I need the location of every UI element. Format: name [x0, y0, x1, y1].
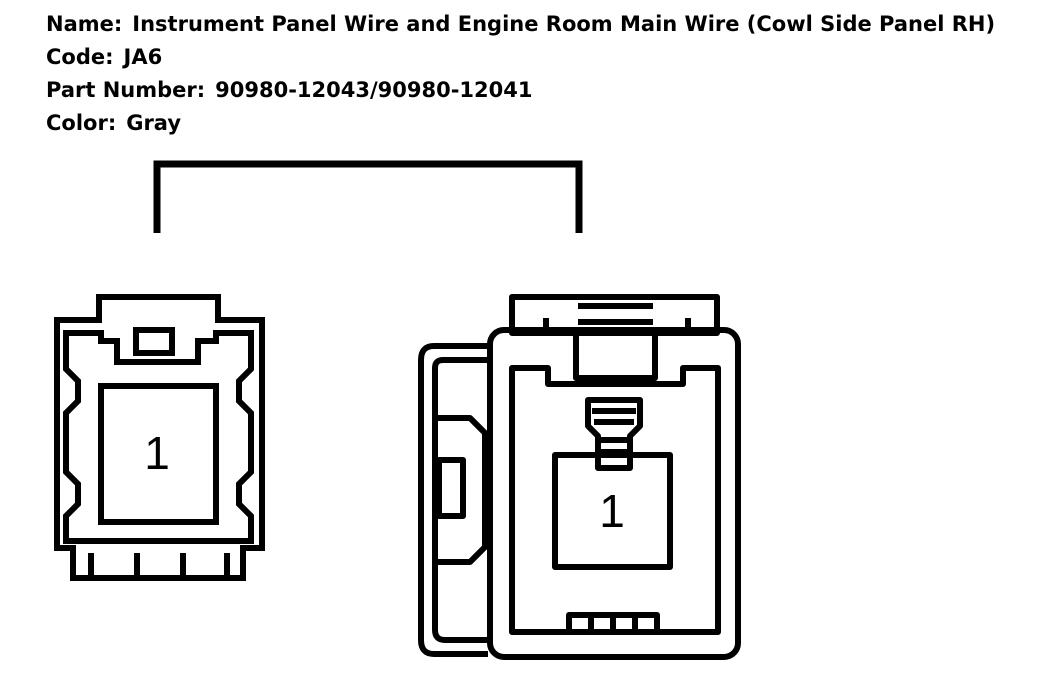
- name-label: Name:: [46, 12, 123, 36]
- color-value: Gray: [126, 111, 182, 135]
- connector-info: Name: Instrument Panel Wire and Engine Ro…: [46, 8, 1046, 140]
- right-connector-side-latch: [436, 457, 466, 519]
- right-connector-body: [487, 327, 741, 660]
- color-row: Color: Gray: [46, 107, 1046, 140]
- color-label: Color:: [46, 111, 117, 135]
- right-connector-side-wing: [418, 343, 488, 657]
- code-row: Code: JA6: [46, 41, 1046, 74]
- code-value: JA6: [123, 45, 163, 69]
- right-connector-inner-frame: [509, 365, 721, 635]
- right-connector: [418, 294, 741, 660]
- name-value: Instrument Panel Wire and Engine Room Ma…: [132, 12, 996, 36]
- part-number-value: 90980-12043/90980-12041: [215, 78, 533, 102]
- left-connector-body: [54, 294, 265, 581]
- right-connector-terminal-clip: [585, 397, 643, 471]
- right-connector-side-lock: [435, 415, 488, 565]
- left-connector-latch: [133, 327, 175, 356]
- left-connector-inner-frame: [63, 330, 254, 544]
- right-connector-side-wing-inner: [432, 357, 488, 643]
- code-label: Code:: [46, 45, 114, 69]
- right-connector-bottom-key: [566, 612, 660, 632]
- left-connector-cavity: [98, 383, 219, 525]
- right-connector-top-latch: [573, 332, 658, 381]
- name-row: Name: Instrument Panel Wire and Engine Ro…: [46, 8, 1046, 41]
- connection-bracket: [153, 160, 583, 233]
- right-connector-cavity: [552, 452, 673, 570]
- part-number-row: Part Number: 90980-12043/90980-12041: [46, 74, 1046, 107]
- left-connector: [54, 294, 265, 581]
- left-connector-pin-number: 1: [144, 427, 170, 479]
- right-connector-pin-number: 1: [599, 485, 625, 537]
- part-number-label: Part Number:: [46, 78, 206, 102]
